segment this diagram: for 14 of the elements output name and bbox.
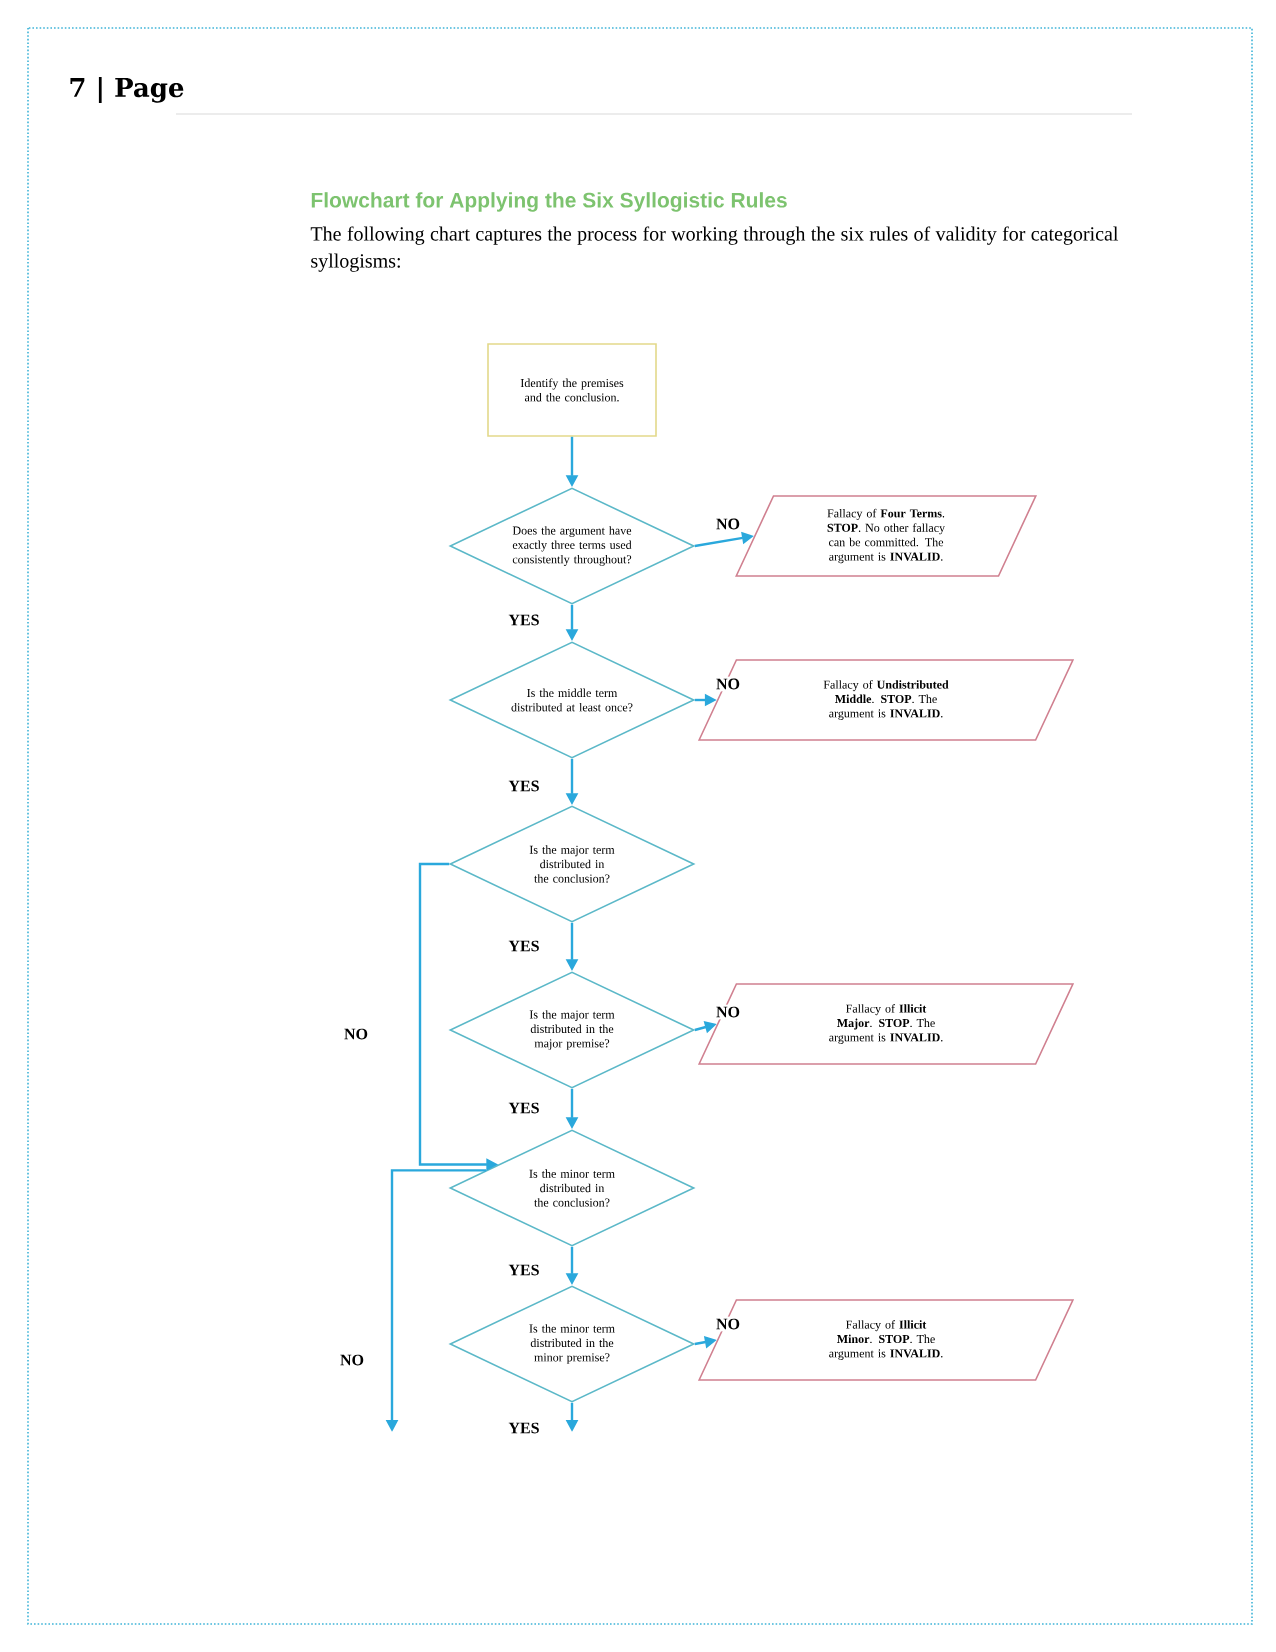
page-number: 7 | Page (70, 77, 184, 103)
edge-label: NO (714, 676, 742, 692)
edge-label: NO (338, 1352, 366, 1368)
edge-label: YES (506, 612, 542, 628)
paragraph: The following chart captures the process for working through the six rules of validity for categorical syllogisms: (310, 226, 1119, 272)
edge-label: NO (714, 1316, 742, 1332)
edge-label: NO (714, 1004, 742, 1020)
edge-label: YES (506, 1262, 542, 1278)
edge-label: YES (506, 778, 542, 794)
edge-label: YES (506, 1420, 542, 1436)
edge-label: NO (342, 1026, 370, 1042)
title: Flowchart for Applying the Six Syllogistic Rules (311, 192, 787, 212)
edge-label: YES (506, 1100, 542, 1116)
edge-label: YES (506, 938, 542, 954)
